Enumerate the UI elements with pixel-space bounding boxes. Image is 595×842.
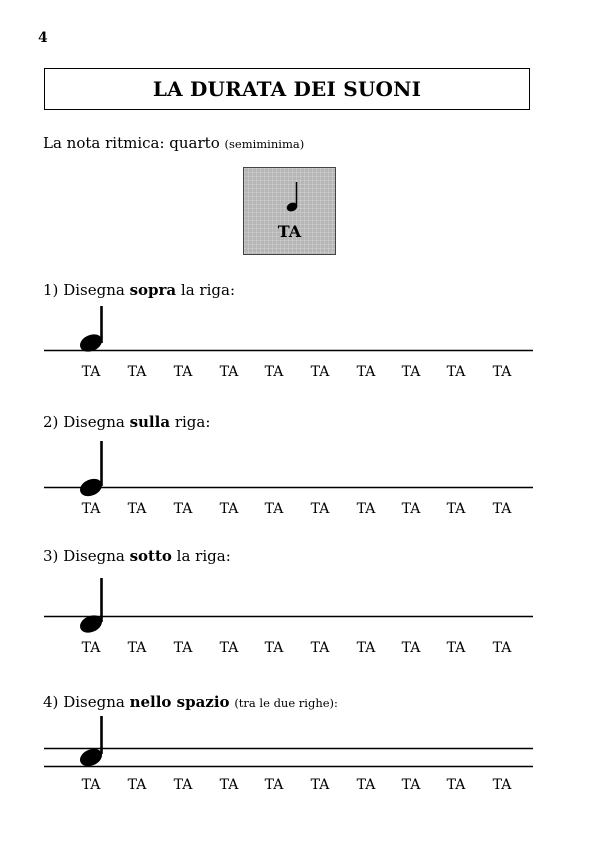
syllable: TA bbox=[492, 640, 512, 656]
syllable: TA bbox=[127, 640, 147, 656]
exercise-1-title: 1) Disegna sopra la riga: bbox=[43, 281, 235, 299]
syllable: TA bbox=[173, 501, 193, 517]
note-head bbox=[80, 334, 102, 352]
exercise-prefix: Disegna bbox=[63, 693, 125, 711]
syllable: TA bbox=[264, 777, 284, 793]
exercise-prefix: Disegna bbox=[63, 281, 125, 299]
note-head bbox=[80, 478, 102, 497]
exercise-keyword: sulla bbox=[129, 413, 171, 431]
syllable: TA bbox=[310, 501, 330, 517]
exercise-1-syllables: TA TA TA TA TA TA TA TA TA TA bbox=[0, 364, 595, 382]
exercise-note: (tra le due righe): bbox=[234, 696, 338, 710]
intro-text: La nota ritmica: quarto bbox=[43, 134, 220, 152]
note-head bbox=[80, 748, 102, 767]
syllable: TA bbox=[446, 640, 466, 656]
syllable: TA bbox=[173, 777, 193, 793]
syllable: TA bbox=[264, 640, 284, 656]
exercise-4-title: 4) Disegna nello spazio (tra le due righ… bbox=[43, 693, 338, 711]
exercise-number: 1) bbox=[43, 281, 59, 299]
exercise-2-syllables: TA TA TA TA TA TA TA TA TA TA bbox=[0, 501, 595, 519]
exercise-number: 4) bbox=[43, 693, 59, 711]
exercise-4-syllables: TA TA TA TA TA TA TA TA TA TA bbox=[0, 777, 595, 795]
exercise-keyword: sotto bbox=[129, 547, 172, 565]
syllable: TA bbox=[219, 640, 239, 656]
syllable: TA bbox=[219, 777, 239, 793]
syllable: TA bbox=[81, 640, 101, 656]
exercise-suffix: riga: bbox=[174, 413, 211, 431]
syllable: TA bbox=[310, 364, 330, 380]
syllable: TA bbox=[356, 777, 376, 793]
note-head bbox=[80, 615, 102, 633]
syllable: TA bbox=[401, 364, 421, 380]
page-title: LA DURATA DEI SUONI bbox=[152, 77, 422, 101]
syllable: TA bbox=[219, 501, 239, 517]
syllable: TA bbox=[81, 364, 101, 380]
syllable: TA bbox=[127, 501, 147, 517]
syllable: TA bbox=[492, 364, 512, 380]
syllable: TA bbox=[310, 777, 330, 793]
exercise-keyword: sopra bbox=[129, 281, 177, 299]
syllable: TA bbox=[492, 777, 512, 793]
syllable: TA bbox=[401, 501, 421, 517]
syllable: TA bbox=[446, 777, 466, 793]
syllable: TA bbox=[356, 364, 376, 380]
quarter-note-icon bbox=[286, 182, 298, 212]
exercise-prefix: Disegna bbox=[63, 547, 125, 565]
syllable: TA bbox=[173, 364, 193, 380]
exercise-suffix: la riga: bbox=[180, 281, 235, 299]
syllable: TA bbox=[264, 501, 284, 517]
exercise-keyword: nello spazio bbox=[129, 693, 230, 711]
syllable: TA bbox=[356, 640, 376, 656]
exercise-prefix: Disegna bbox=[63, 413, 125, 431]
syllable: TA bbox=[310, 640, 330, 656]
syllable: TA bbox=[127, 364, 147, 380]
syllable: TA bbox=[219, 364, 239, 380]
intro-line: La nota ritmica: quarto (semiminima) bbox=[43, 134, 304, 152]
syllable: TA bbox=[264, 364, 284, 380]
intro-note: (semiminima) bbox=[224, 137, 305, 151]
exercise-suffix: la riga: bbox=[176, 547, 231, 565]
syllable: TA bbox=[401, 777, 421, 793]
syllable: TA bbox=[81, 501, 101, 517]
exercise-3-syllables: TA TA TA TA TA TA TA TA TA TA bbox=[0, 640, 595, 658]
exercise-number: 3) bbox=[43, 547, 59, 565]
syllable: TA bbox=[356, 501, 376, 517]
note-card: TA bbox=[243, 167, 336, 255]
syllable: TA bbox=[401, 640, 421, 656]
exercise-3-title: 3) Disegna sotto la riga: bbox=[43, 547, 231, 565]
syllable: TA bbox=[127, 777, 147, 793]
page-number: 4 bbox=[38, 30, 48, 46]
syllable: TA bbox=[81, 777, 101, 793]
exercise-number: 2) bbox=[43, 413, 59, 431]
exercise-2-title: 2) Disegna sulla riga: bbox=[43, 413, 210, 431]
syllable: TA bbox=[446, 501, 466, 517]
syllable: TA bbox=[173, 640, 193, 656]
title-box: LA DURATA DEI SUONI bbox=[44, 68, 530, 110]
syllable: TA bbox=[492, 501, 512, 517]
syllable: TA bbox=[446, 364, 466, 380]
card-label: TA bbox=[277, 222, 302, 241]
